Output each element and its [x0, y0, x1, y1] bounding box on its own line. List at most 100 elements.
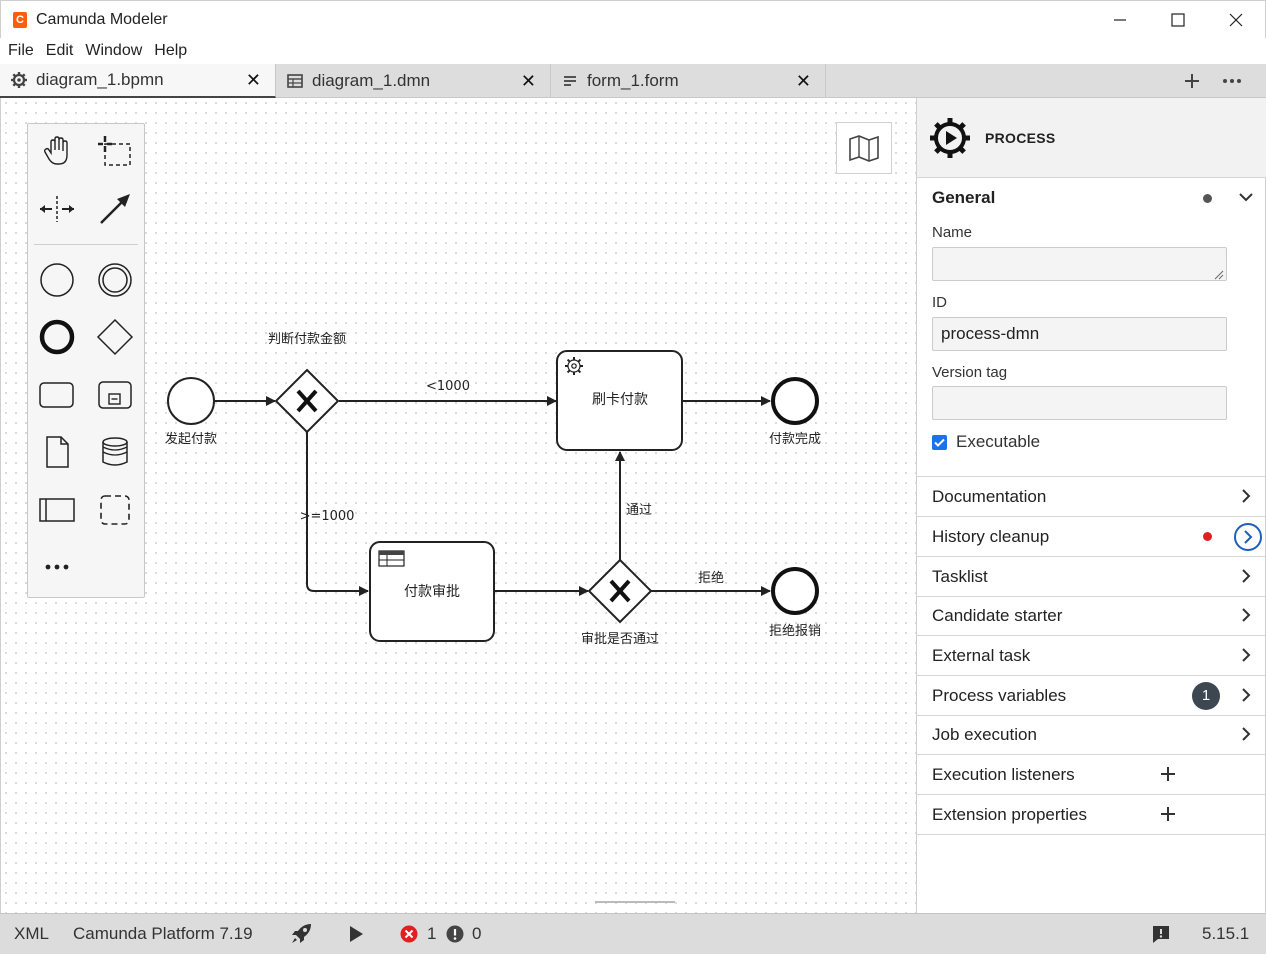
intermediate-event-icon[interactable] — [95, 260, 135, 300]
name-field[interactable] — [932, 247, 1227, 281]
business-rule-task-review[interactable] — [369, 541, 495, 642]
close-icon[interactable] — [1207, 1, 1265, 39]
start-event[interactable] — [167, 377, 215, 425]
service-task-card-payment[interactable] — [556, 350, 683, 451]
error-dot — [1203, 532, 1212, 541]
add-icon[interactable] — [1160, 801, 1176, 829]
more-tools-icon[interactable] — [37, 547, 77, 587]
hand-tool-icon[interactable] — [37, 131, 77, 171]
warning-count: 0 — [472, 924, 482, 943]
deploy-rocket-icon[interactable] — [289, 914, 313, 954]
chevron-right-icon[interactable] — [1234, 523, 1262, 551]
connect-tool-icon[interactable] — [95, 189, 135, 229]
group-execution-listeners[interactable]: Execution listeners — [917, 755, 1266, 795]
maximize-icon[interactable] — [1149, 1, 1207, 39]
group-process-variables[interactable]: Process variables 1 — [917, 676, 1266, 716]
plus-icon[interactable] — [1176, 64, 1208, 98]
tab-close-icon[interactable]: ✕ — [245, 69, 261, 90]
group-label: Tasklist — [932, 566, 988, 586]
gateway-icon[interactable] — [95, 317, 135, 357]
group-general-title: General — [932, 188, 996, 207]
tab-diagram-bpmn[interactable]: diagram_1.bpmn ✕ — [0, 64, 276, 98]
id-field[interactable]: process-dmn — [932, 317, 1227, 351]
chevron-right-icon[interactable] — [1238, 685, 1254, 705]
status-dot — [1203, 193, 1212, 203]
group-icon[interactable] — [95, 490, 135, 530]
menu-window[interactable]: Window — [85, 42, 143, 59]
group-tasklist[interactable]: Tasklist — [917, 557, 1266, 597]
form-icon — [561, 72, 579, 90]
end-paid-label: 付款完成 — [769, 432, 821, 447]
app-version[interactable]: 5.15.1 — [1202, 924, 1250, 943]
flow-ge-1000[interactable] — [306, 432, 369, 596]
more-icon[interactable] — [1216, 64, 1248, 98]
pool-icon[interactable] — [37, 490, 77, 530]
version-tag-field[interactable] — [932, 386, 1227, 420]
group-documentation[interactable]: Documentation — [917, 477, 1266, 517]
properties-header: PROCESS — [917, 98, 1266, 178]
menu-edit[interactable]: Edit — [45, 42, 74, 59]
chevron-right-icon[interactable] — [1238, 724, 1254, 744]
executable-label: Executable — [956, 432, 1041, 451]
tab-diagram-dmn[interactable]: diagram_1.dmn ✕ — [276, 64, 551, 98]
group-label: Process variables — [932, 685, 1067, 705]
executable-checkbox[interactable] — [932, 434, 947, 450]
chevron-right-icon[interactable] — [1238, 645, 1254, 665]
run-play-icon[interactable] — [348, 914, 364, 954]
map-icon[interactable] — [836, 122, 892, 174]
menu-bar: File Edit Window Help — [0, 38, 1266, 64]
lasso-tool-icon[interactable] — [95, 131, 135, 171]
xml-toggle[interactable]: XML — [14, 924, 49, 943]
add-icon[interactable] — [1160, 761, 1176, 789]
group-general-header[interactable]: General — [917, 178, 1266, 218]
tab-close-icon[interactable]: ✕ — [520, 70, 536, 91]
warning-icon[interactable] — [446, 914, 464, 954]
feedback-icon[interactable] — [1151, 914, 1171, 954]
group-job-execution[interactable]: Job execution — [917, 715, 1266, 755]
chevron-down-icon[interactable] — [1238, 187, 1254, 207]
end-event-paid[interactable] — [771, 377, 819, 425]
tab-form[interactable]: form_1.form ✕ — [551, 64, 826, 98]
start-event-icon[interactable] — [37, 260, 77, 300]
group-label: Documentation — [932, 486, 1047, 506]
resize-handle-icon[interactable] — [1214, 270, 1224, 280]
chevron-right-icon[interactable] — [1238, 486, 1254, 506]
bpmn-canvas[interactable]: 发起付款 判断付款金额 <1000 >=1000 刷卡付款 付款完成 付款审批 … — [0, 98, 916, 913]
flow-pass-label: 通过 — [626, 503, 652, 518]
properties-drawer-handle[interactable] — [595, 901, 675, 905]
data-store-icon[interactable] — [95, 432, 135, 472]
process-icon — [930, 117, 970, 158]
subprocess-icon[interactable] — [95, 375, 135, 415]
task-icon[interactable] — [37, 375, 77, 415]
id-label: ID — [932, 294, 947, 311]
group-extension-properties[interactable]: Extension properties — [917, 795, 1266, 835]
menu-file[interactable]: File — [8, 42, 34, 59]
error-count: 1 — [427, 924, 437, 943]
gateway-amount[interactable] — [274, 368, 340, 434]
group-history-cleanup[interactable]: History cleanup — [917, 517, 1266, 557]
group-label: History cleanup — [932, 526, 1050, 546]
window-title: Camunda Modeler — [36, 10, 168, 28]
flow-ge-label: >=1000 — [300, 509, 355, 524]
error-icon[interactable] — [400, 914, 418, 954]
group-candidate-starter[interactable]: Candidate starter — [917, 596, 1266, 636]
group-external-task[interactable]: External task — [917, 636, 1266, 676]
tab-close-icon[interactable]: ✕ — [795, 70, 811, 91]
chevron-right-icon[interactable] — [1238, 566, 1254, 586]
data-object-icon[interactable] — [37, 432, 77, 472]
start-event-label: 发起付款 — [165, 431, 217, 447]
minimize-icon[interactable] — [1091, 1, 1149, 39]
menu-help[interactable]: Help — [154, 42, 188, 59]
end-event-rejected[interactable] — [771, 567, 819, 615]
platform-selector[interactable]: Camunda Platform 7.19 — [73, 924, 253, 943]
gateway-amount-label: 判断付款金额 — [268, 331, 346, 347]
tab-label: form_1.form — [587, 71, 679, 90]
table-icon — [378, 550, 405, 567]
chevron-right-icon[interactable] — [1238, 605, 1254, 625]
gateway-review[interactable] — [587, 558, 653, 624]
group-label: Execution listeners — [932, 764, 1075, 784]
end-event-icon[interactable] — [37, 317, 77, 357]
space-tool-icon[interactable] — [37, 189, 77, 229]
tool-palette — [27, 123, 145, 598]
executable-row[interactable]: Executable — [932, 432, 1040, 452]
